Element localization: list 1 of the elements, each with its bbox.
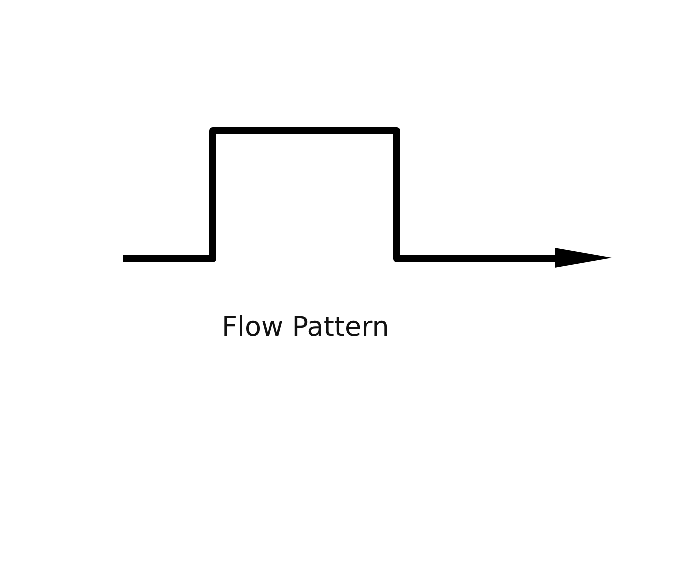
caption: Flow Pattern bbox=[222, 312, 390, 343]
